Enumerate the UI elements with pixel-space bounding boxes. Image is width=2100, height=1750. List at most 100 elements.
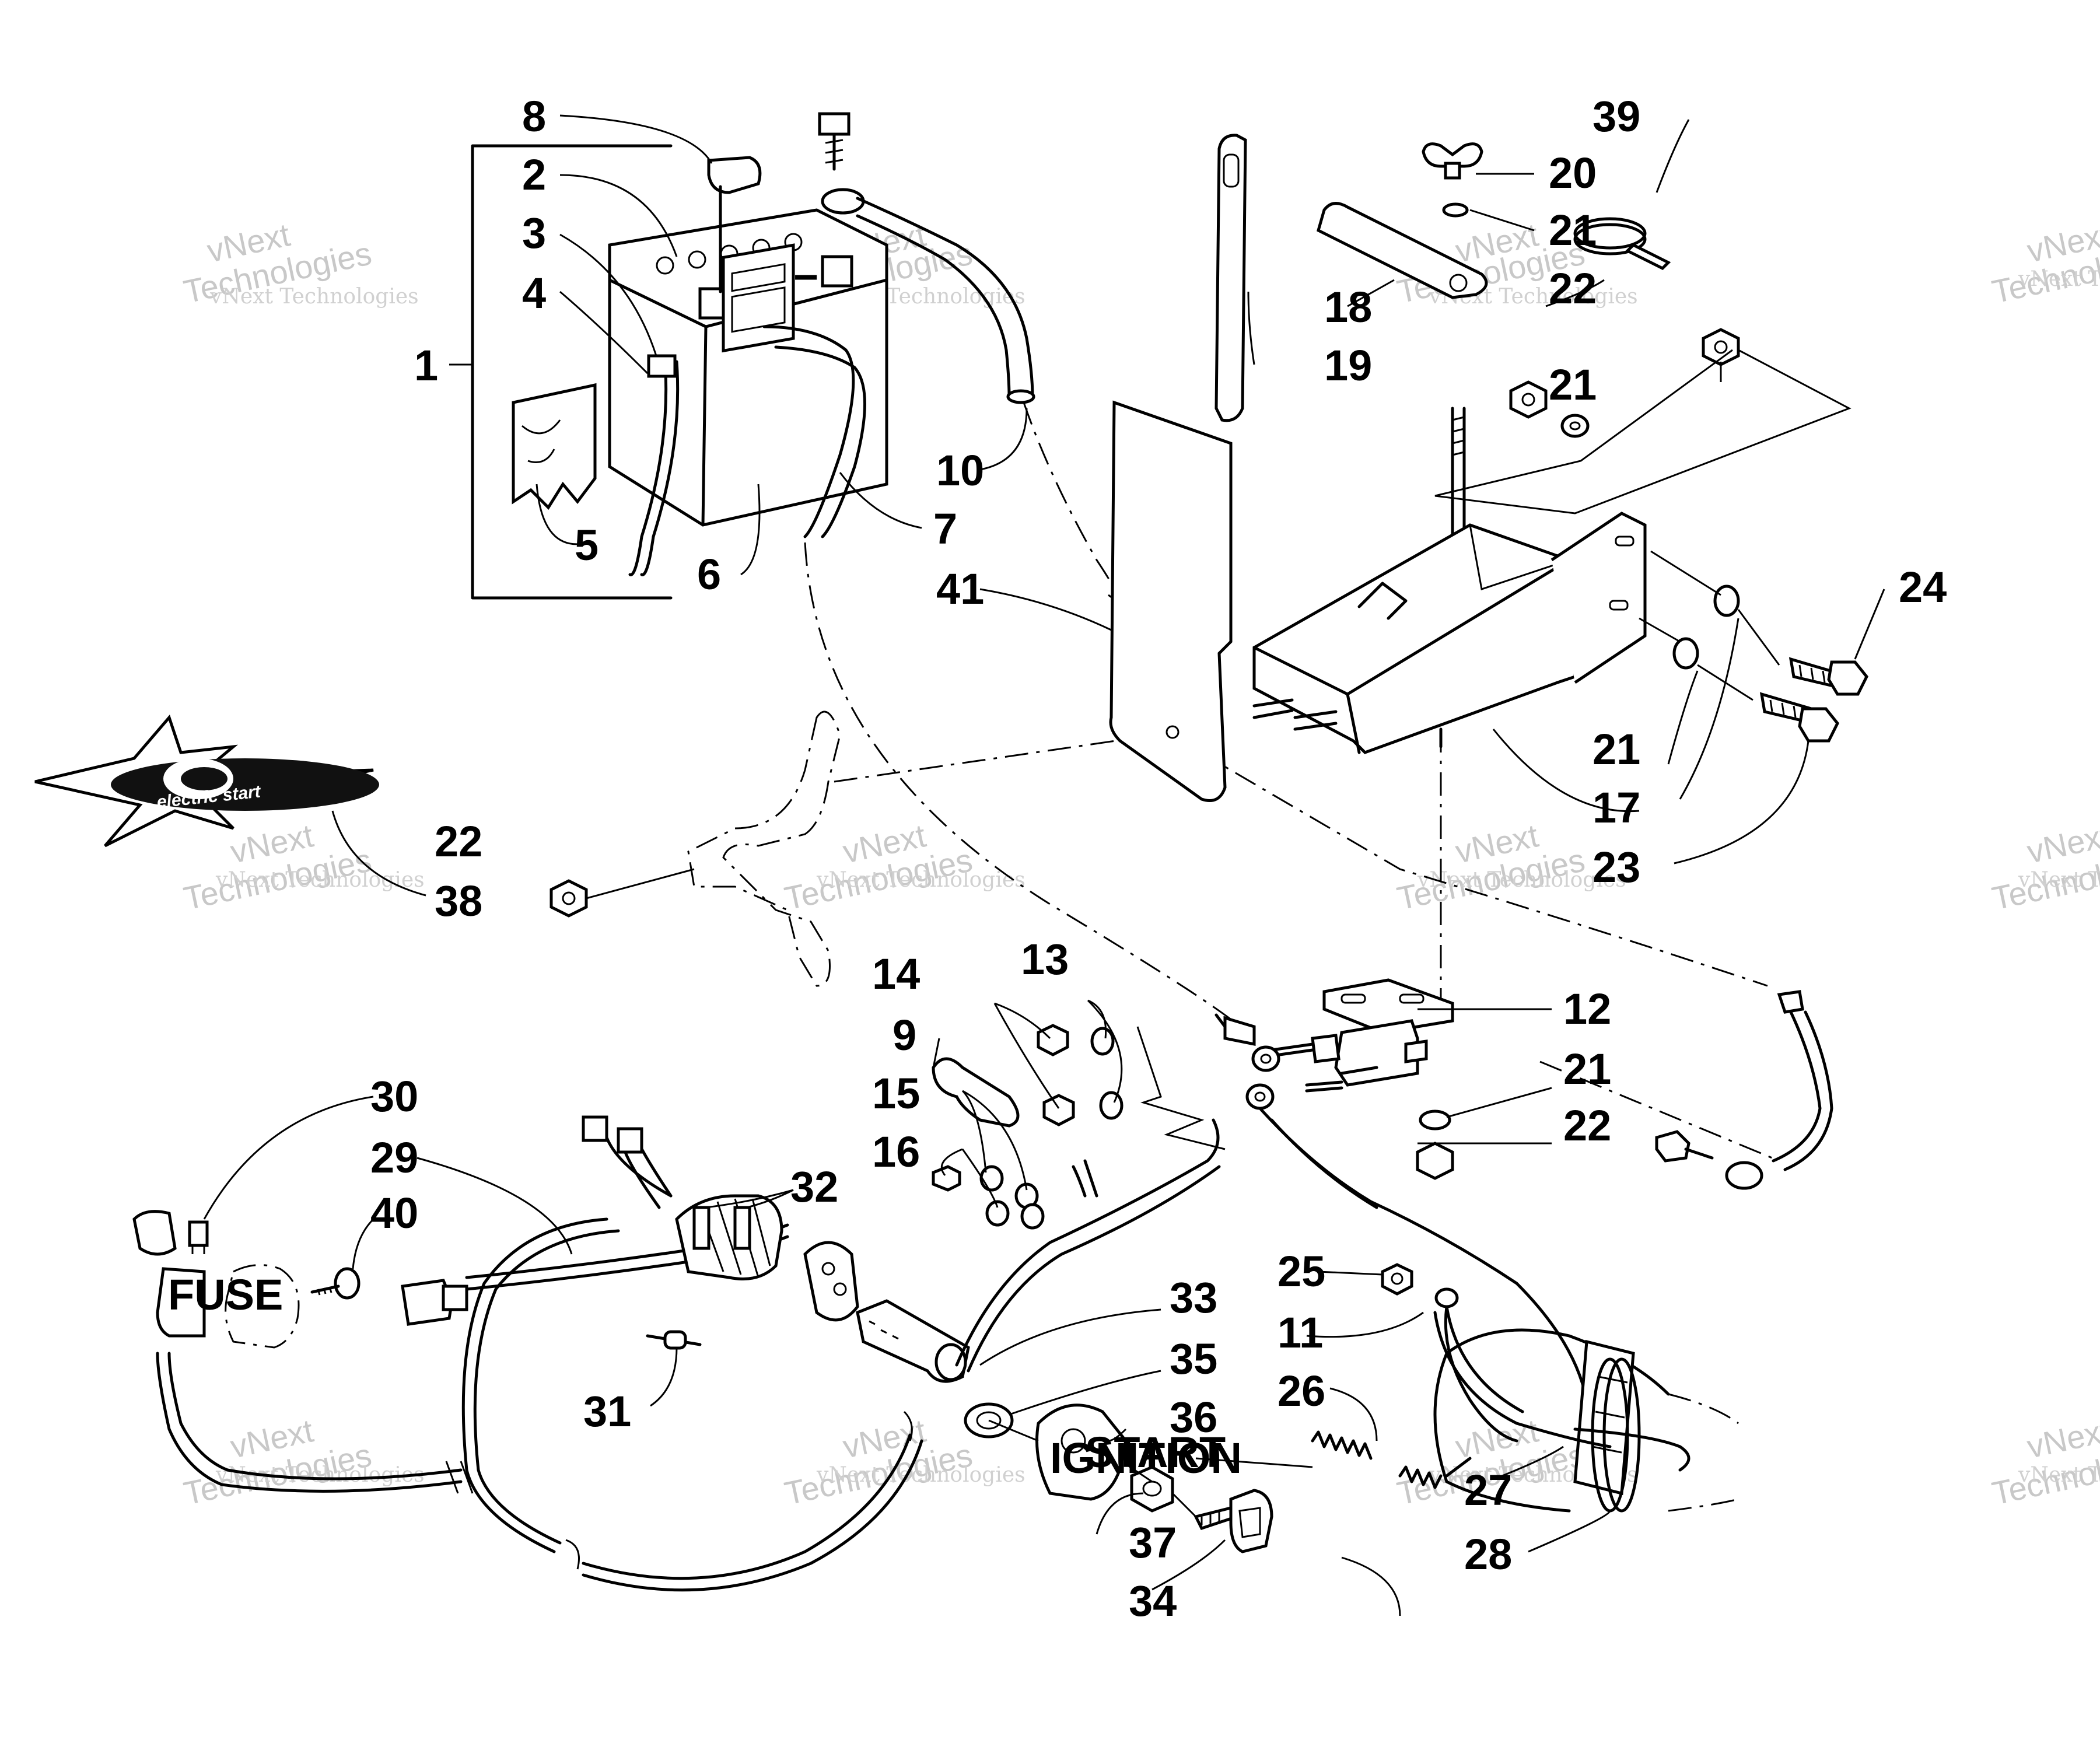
callout-22c: 22 xyxy=(1563,1101,1611,1150)
battery-shield xyxy=(1109,400,1233,802)
callout-32: 32 xyxy=(790,1163,838,1211)
callout-7: 7 xyxy=(933,505,957,553)
bolt-icon xyxy=(1759,692,1839,743)
watermark-6: vNext Technologies vNext Technologies xyxy=(781,817,1025,916)
callout-16: 16 xyxy=(872,1128,920,1176)
washer-icon xyxy=(1672,637,1699,670)
callout-13: 13 xyxy=(1021,935,1069,984)
callout-numbers: 8 2 3 4 1 5 6 7 10 41 19 18 39 20 21 22 … xyxy=(370,92,1947,1625)
callout-34: 34 xyxy=(1129,1577,1177,1625)
callout-29: 29 xyxy=(370,1133,418,1182)
svg-text:vNext Technologies: vNext Technologies xyxy=(816,868,1026,892)
svg-text:vNext Technologies: vNext Technologies xyxy=(2018,267,2100,291)
bolt-icon xyxy=(1788,657,1868,696)
leader-lines xyxy=(203,114,1885,1616)
washer-icon xyxy=(1442,202,1469,218)
callout-11: 11 xyxy=(1278,1308,1323,1357)
callout-6: 6 xyxy=(697,550,721,598)
hex-nut-icon xyxy=(1509,380,1548,419)
callout-5: 5 xyxy=(575,521,598,569)
hex-nut-icon xyxy=(1702,328,1740,366)
callout-9: 9 xyxy=(892,1011,916,1059)
svg-text:vNext Technologies: vNext Technologies xyxy=(1417,868,1626,892)
callout-28: 28 xyxy=(1464,1530,1512,1578)
bezel-nut-icon xyxy=(1130,1465,1174,1513)
washer-icon xyxy=(1419,1110,1451,1130)
hex-nut-icon xyxy=(550,879,588,918)
bolt-icon xyxy=(1655,1130,1714,1163)
callout-8: 8 xyxy=(522,92,546,141)
bolt-icon xyxy=(818,112,850,171)
fuse-holder: FUSE xyxy=(132,1210,283,1338)
callout-19: 19 xyxy=(1324,341,1372,390)
callout-40: 40 xyxy=(370,1189,418,1237)
callout-21d: 21 xyxy=(1563,1045,1611,1093)
battery-assembly: + − xyxy=(449,112,1035,600)
callout-4: 4 xyxy=(522,269,546,317)
callout-24: 24 xyxy=(1899,563,1947,611)
callout-21a: 21 xyxy=(1549,206,1597,254)
callout-1: 1 xyxy=(414,341,438,390)
watermark-12: vNext Technologies vNext Technologies xyxy=(1989,1412,2100,1511)
callout-37: 37 xyxy=(1129,1518,1177,1567)
svg-text:vNext Technologies: vNext Technologies xyxy=(215,868,425,892)
ignition-switch xyxy=(856,1299,970,1383)
boot-cap-icon xyxy=(932,1057,1020,1128)
callout-22a: 22 xyxy=(1549,264,1597,313)
callout-2: 2 xyxy=(522,150,546,199)
spring-icon xyxy=(1311,1430,1443,1489)
watermark-8: vNext Technologies vNext Technologies xyxy=(1989,817,2100,916)
callout-27: 27 xyxy=(1464,1466,1512,1514)
terminal-ring-icon xyxy=(1434,1287,1459,1308)
battery-box xyxy=(1252,512,1647,754)
wiring-harness xyxy=(156,1107,1588,1592)
watermark-5: vNext Technologies vNext Technologies xyxy=(180,817,424,916)
callout-25: 25 xyxy=(1278,1247,1325,1296)
callout-12: 12 xyxy=(1563,985,1611,1033)
battery-icon: + − xyxy=(608,208,888,527)
watermark-4: vNext Technologies vNext Technologies xyxy=(1989,216,2100,310)
callout-14: 14 xyxy=(872,950,920,998)
svg-text:vNext Technologies: vNext Technologies xyxy=(2018,1463,2100,1487)
battery-strap xyxy=(1214,134,1247,422)
callout-3: 3 xyxy=(522,209,546,257)
callout-15: 15 xyxy=(872,1069,920,1118)
callout-36: 36 xyxy=(1170,1393,1217,1441)
starter-solenoid xyxy=(1270,978,1454,1093)
callout-21c: 21 xyxy=(1592,725,1640,774)
watermark-7: vNext Technologies vNext Technologies xyxy=(1394,817,1626,916)
callout-35: 35 xyxy=(1170,1335,1217,1383)
nut-washer-group xyxy=(932,1024,1124,1230)
callout-22b: 22 xyxy=(435,817,482,866)
svg-text:FUSE: FUSE xyxy=(168,1270,283,1319)
svg-text:vNext Technologies: vNext Technologies xyxy=(2018,868,2100,892)
callout-41: 41 xyxy=(936,565,984,613)
mounting-bracket-outline xyxy=(687,710,841,987)
callout-26: 26 xyxy=(1278,1367,1325,1415)
svg-text:vNext Technologies: vNext Technologies xyxy=(816,1463,1026,1487)
washer-icon xyxy=(1245,1083,1275,1110)
ground-cable xyxy=(1725,990,1833,1190)
ignition-plate: IGNITION START xyxy=(1035,1404,1242,1501)
diode-icon xyxy=(646,1330,702,1350)
washer-icon xyxy=(1251,1045,1280,1072)
callout-18: 18 xyxy=(1324,283,1372,331)
callout-21b: 21 xyxy=(1549,360,1597,409)
watermark-1: vNext Technologies vNext Technologies xyxy=(180,216,418,310)
svg-text:vNext Technologies: vNext Technologies xyxy=(215,1463,425,1487)
callout-10: 10 xyxy=(936,446,984,495)
electric-start-logo: electric start xyxy=(34,715,379,848)
hex-nut-icon xyxy=(1381,1263,1413,1296)
svg-text:−: − xyxy=(793,253,818,301)
screw-icon xyxy=(310,1267,360,1300)
svg-text:vNext Technologies: vNext Technologies xyxy=(209,285,419,309)
ignition-key-icon xyxy=(1194,1489,1273,1553)
callout-31: 31 xyxy=(583,1387,631,1436)
callout-39: 39 xyxy=(1592,92,1640,141)
wing-nut-icon xyxy=(1422,142,1483,180)
hex-nut-icon xyxy=(1416,1142,1454,1180)
callout-30: 30 xyxy=(370,1072,418,1121)
watermark-9: vNext Technologies vNext Technologies xyxy=(180,1412,424,1511)
cable-tie-icon xyxy=(1573,217,1671,271)
